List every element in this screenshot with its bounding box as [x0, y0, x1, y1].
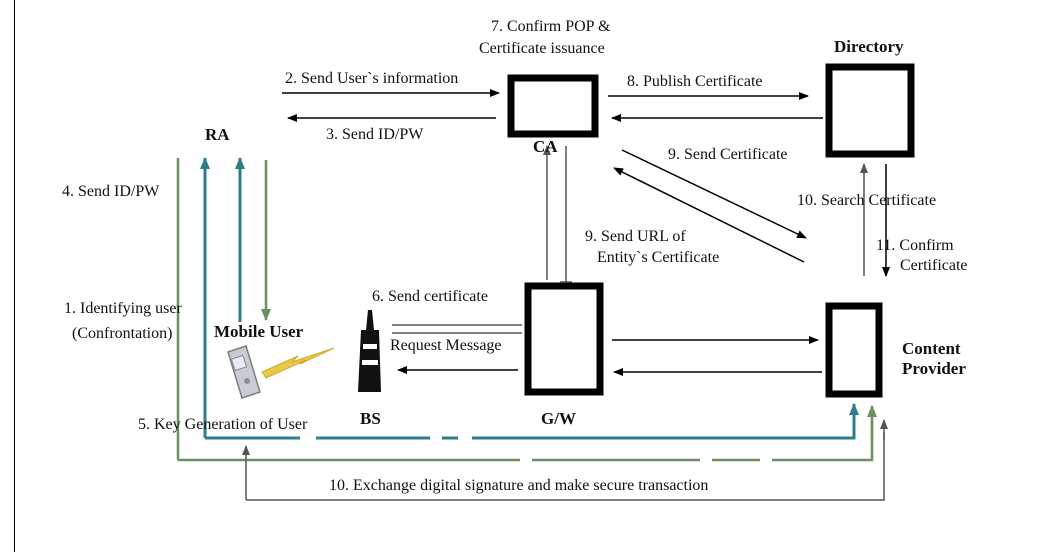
step11-label-line1: 11. Confirm: [876, 237, 954, 254]
step3-label: 3. Send ID/PW: [326, 126, 424, 143]
base-station-tower-icon: [358, 310, 381, 392]
step9b-label-line1: 9. Send URL of: [585, 228, 686, 245]
request-message-label: Request Message: [390, 337, 502, 354]
arrow-send-certificate-9: [621, 149, 807, 239]
step2-label: 2. Send User`s information: [285, 70, 459, 87]
ca-label: CA: [533, 137, 558, 156]
left-frame-border: [14, 0, 15, 552]
step9b-label-line2: Entity`s Certificate: [597, 249, 720, 266]
ca-box: [507, 74, 599, 138]
line-green-bottom-loop: [178, 420, 874, 462]
step10a-label: 10. Search Certificate: [797, 192, 937, 209]
step9a-label: 9. Send Certificate: [668, 146, 788, 163]
step6-label: 6. Send certificate: [372, 288, 488, 305]
step11-label-line2: Certificate: [900, 257, 968, 274]
line-exchange-loop: [246, 432, 885, 501]
content-provider-label-1: Content: [902, 339, 961, 358]
ra-label: RA: [205, 125, 230, 144]
step7-label-line2: Certificate issuance: [479, 40, 605, 57]
mobile-user-label: Mobile User: [214, 322, 304, 341]
wireless-signal-icon: [261, 347, 335, 379]
content-provider-label-2: Provider: [902, 359, 966, 378]
bs-label: BS: [360, 409, 381, 428]
arrow-send-url-9: [613, 167, 805, 263]
step1-label-line2: (Confrontation): [72, 325, 173, 342]
gw-label: G/W: [541, 409, 576, 428]
step1-label-line1: 1. Identifying user: [64, 300, 182, 317]
step10b-label: 10. Exchange digital signature and make …: [329, 477, 709, 494]
step4-label: 4. Send ID/PW: [62, 183, 160, 200]
step5-label: 5. Key Generation of User: [138, 416, 308, 433]
content-provider-box: [825, 302, 883, 398]
directory-box: [825, 63, 915, 158]
mobile-phone-icon: [227, 345, 261, 399]
step8-label: 8. Publish Certificate: [627, 73, 763, 90]
gw-box: [524, 282, 604, 396]
line-teal-bottom-loop: [205, 410, 856, 440]
directory-label: Directory: [834, 37, 904, 56]
step7-label-line1: 7. Confirm POP &: [491, 18, 611, 35]
